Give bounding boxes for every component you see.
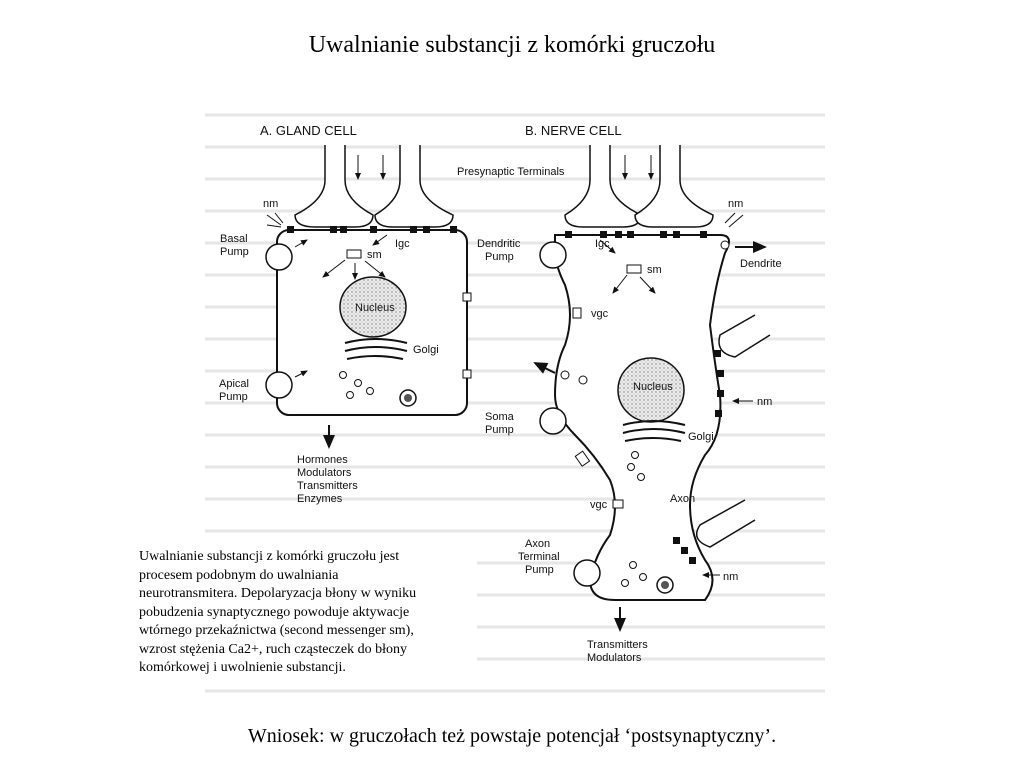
channel-b-left bbox=[574, 450, 591, 467]
gland-cell-heading: A. GLAND CELL bbox=[260, 123, 357, 138]
synapse-axon bbox=[695, 499, 756, 548]
basal-pump-label-1: Basal bbox=[220, 233, 248, 245]
description-line: komórkowej i uwolnienie substancji. bbox=[139, 660, 346, 675]
sm-box-a bbox=[346, 249, 362, 259]
dendritic-pump bbox=[539, 241, 567, 269]
soma-pump-label-2: Pump bbox=[485, 424, 514, 436]
vgc-box-upper bbox=[572, 307, 582, 319]
nm-label-b-mid: nm bbox=[757, 396, 772, 408]
description-line: wtórnego przekaźnictwa (second messenger… bbox=[139, 623, 414, 638]
channel-a-right-upper bbox=[462, 292, 472, 302]
gland-output-1: Hormones bbox=[297, 454, 348, 466]
golgi-a bbox=[344, 338, 408, 360]
description-box: Uwalnianie substancji z komórki gruczołu… bbox=[133, 544, 477, 688]
nm-label-b-bottom: nm bbox=[723, 571, 738, 583]
vgc-box-lower bbox=[612, 499, 624, 509]
description-line: procesem podobnym do uwalniania bbox=[139, 567, 339, 583]
sm-box-b bbox=[626, 264, 642, 274]
membrane-receptors-a bbox=[287, 226, 457, 233]
cell-diagram: A. GLAND CELL nm Basal Pump Igc sm Nucle… bbox=[205, 113, 825, 693]
axon-terminal-pump-label-2: Terminal bbox=[518, 551, 560, 563]
vesicles-b bbox=[627, 451, 645, 481]
gland-output-4: Enzymes bbox=[297, 493, 343, 505]
synapse-soma bbox=[718, 314, 771, 358]
nucleus-a bbox=[339, 276, 407, 338]
presynaptic-terminal-b2 bbox=[634, 145, 714, 228]
vesicles-b-terminal bbox=[621, 561, 647, 587]
apical-pump bbox=[265, 371, 293, 399]
golgi-label-b: Golgi bbox=[688, 431, 714, 443]
dendrite-label: Dendrite bbox=[740, 258, 782, 270]
nerve-output-2: Modulators bbox=[587, 652, 642, 664]
slide-title: Uwalnianie substancji z komórki gruczołu bbox=[308, 32, 716, 58]
soma-pump-label-1: Soma bbox=[485, 411, 515, 423]
dendrite-vesicle bbox=[720, 240, 730, 250]
nm-label-b-top: nm bbox=[728, 198, 743, 210]
apical-pump-label-1: Apical bbox=[219, 378, 249, 390]
axon-terminal-pump bbox=[573, 559, 601, 587]
dendritic-pump-label-2: Pump bbox=[485, 251, 514, 263]
gland-output-3: Transmitters bbox=[297, 480, 358, 492]
dendritic-pump-label-1: Dendritic bbox=[477, 238, 521, 250]
gland-output-2: Modulators bbox=[297, 467, 352, 479]
presynaptic-terminal-a2 bbox=[374, 145, 454, 228]
axon-terminal-pump-label-3: Pump bbox=[525, 564, 554, 576]
basal-pump bbox=[265, 243, 293, 271]
conclusion-text: Wniosek: w gruczołach też powstaje poten… bbox=[247, 725, 777, 747]
nucleus-label-b: Nucleus bbox=[633, 381, 673, 393]
nm-arrow-a bbox=[266, 212, 284, 228]
description-line: Uwalnianie substancji z komórki gruczołu… bbox=[139, 549, 400, 564]
basal-pump-label-2: Pump bbox=[220, 246, 249, 258]
apical-pump-label-2: Pump bbox=[219, 391, 248, 403]
presynaptic-terminal-a1 bbox=[294, 145, 374, 228]
channel-a-right-lower bbox=[462, 369, 472, 379]
soma-pump bbox=[539, 407, 567, 435]
nm-arrow-b-top bbox=[724, 212, 744, 228]
golgi-label-a: Golgi bbox=[413, 344, 439, 356]
nerve-output-1: Transmitters bbox=[587, 639, 648, 651]
vgc-label-lower: vgc bbox=[590, 499, 608, 511]
nm-label-a: nm bbox=[263, 198, 278, 210]
axon-label: Axon bbox=[670, 493, 695, 505]
sm-label-a: sm bbox=[367, 249, 382, 261]
nucleus-label-a: Nucleus bbox=[355, 302, 395, 314]
description-line: pobudzenia synaptycznego powoduje aktywa… bbox=[139, 604, 410, 620]
golgi-b bbox=[622, 420, 686, 442]
membrane-receptors-b bbox=[565, 231, 724, 564]
nerve-cell-heading: B. NERVE CELL bbox=[525, 123, 622, 138]
description-line: neurotransmitera. Depolaryzacja błony w … bbox=[139, 586, 417, 601]
axon-terminal-pump-label-1: Axon bbox=[525, 538, 550, 550]
vgc-label-upper: vgc bbox=[591, 308, 609, 320]
vesicles-a bbox=[339, 371, 374, 399]
description-line: wzrost stężenia Ca2+, ruch cząsteczek do… bbox=[139, 641, 407, 657]
sm-label-b: sm bbox=[647, 264, 662, 276]
igc-label-b: Igc bbox=[595, 238, 610, 250]
igc-label-a: Igc bbox=[395, 238, 410, 250]
presynaptic-terminals-label: Presynaptic Terminals bbox=[457, 166, 565, 178]
presynaptic-terminal-b1 bbox=[564, 145, 642, 228]
